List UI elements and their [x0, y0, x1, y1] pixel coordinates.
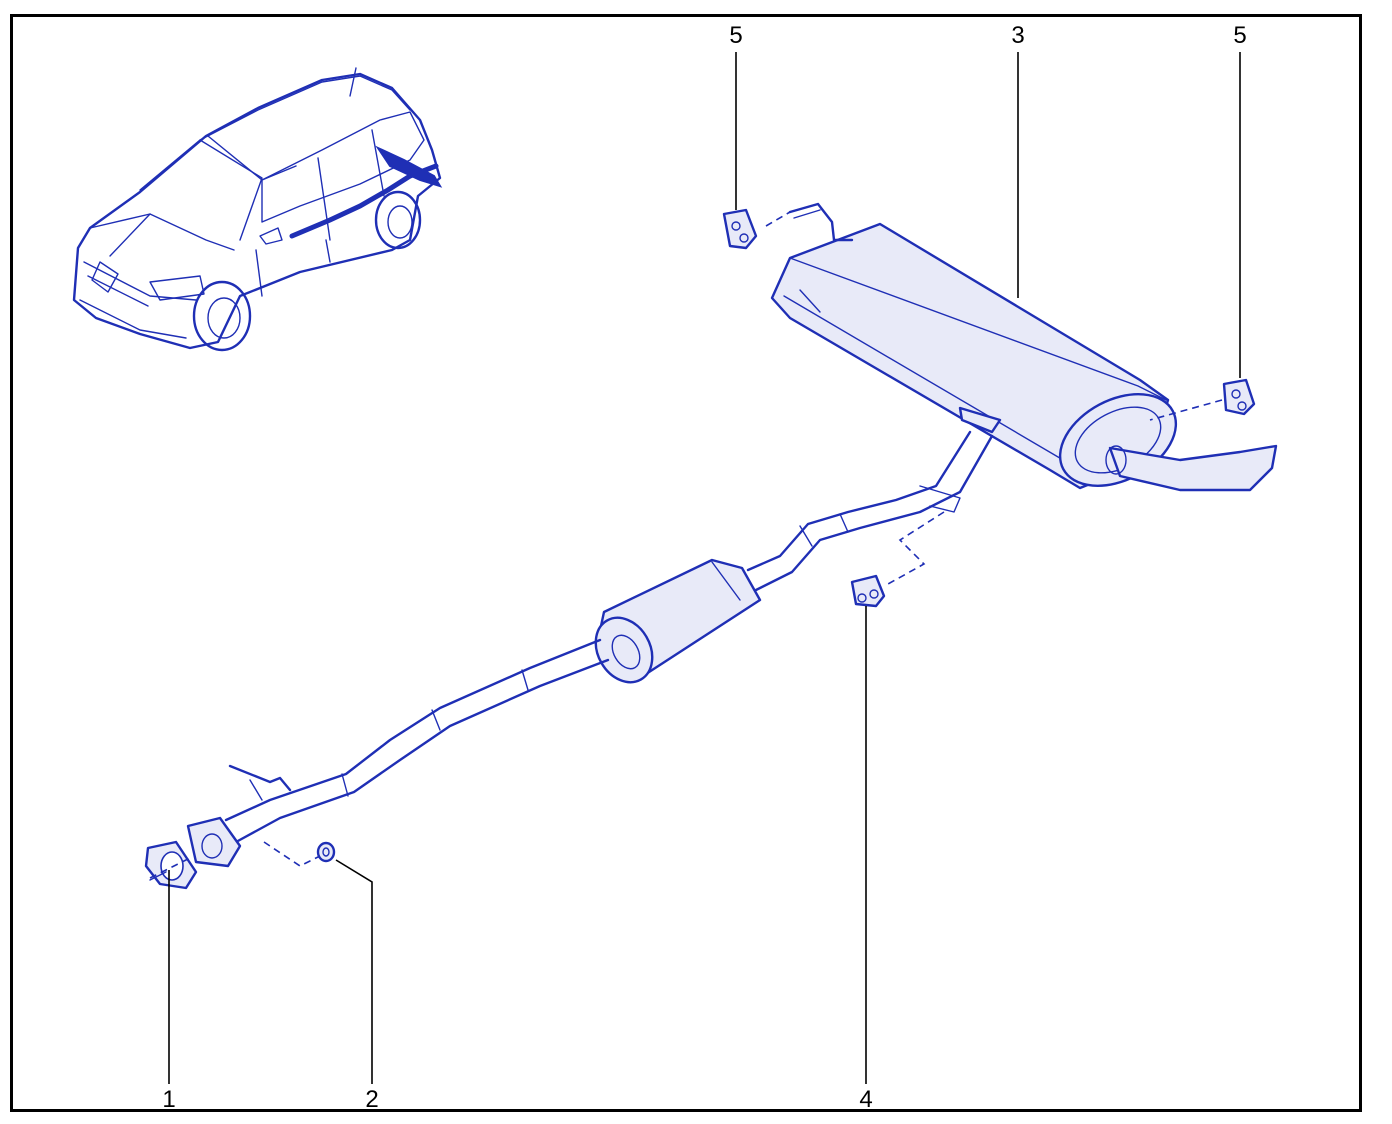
- assembly-line-mount-5-left: [765, 211, 791, 227]
- rubber-mount-5-right: [1222, 378, 1256, 416]
- callout-2: 2: [365, 1086, 379, 1113]
- vehicle-illustration: [72, 67, 443, 352]
- assembly-line-mount-4: [887, 511, 945, 585]
- callout-5-right: 5: [1233, 22, 1247, 49]
- assembly-line-nut: [263, 841, 321, 867]
- leader-line-2: [335, 859, 373, 1084]
- assembly-line-gasket: [149, 857, 191, 879]
- rear-silencer: [770, 202, 1278, 492]
- assembly-line-mount-5-right: [1149, 399, 1223, 421]
- exhaust-pipe: [186, 430, 994, 868]
- callout-1: 1: [162, 1086, 176, 1113]
- rubber-mount-5-left: [722, 208, 758, 250]
- diagram-frame: [10, 14, 1362, 1112]
- rubber-mount-4: [850, 574, 886, 608]
- gasket: [144, 840, 198, 890]
- callout-4: 4: [859, 1086, 873, 1113]
- callout-3: 3: [1011, 22, 1025, 49]
- nut: [316, 841, 336, 863]
- callout-5-left: 5: [729, 22, 743, 49]
